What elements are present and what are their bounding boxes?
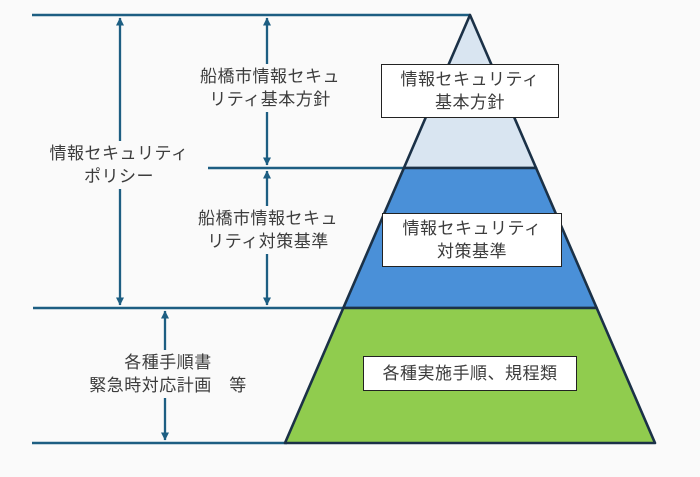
pyramid-label-basic-policy-text: 情報セキュリティ 基本方針 (400, 70, 540, 112)
pyramid-label-standards-text: 情報セキュリティ 対策基準 (402, 219, 542, 261)
annotation-policy-range: 情報セキュリティ ポリシー (39, 141, 199, 189)
pyramid-label-procedures-text: 各種実施手順、規程類 (382, 364, 558, 383)
pyramid-label-standards: 情報セキュリティ 対策基準 (382, 213, 562, 267)
extent-lines (32, 13, 470, 445)
pyramid-label-basic-policy: 情報セキュリティ 基本方針 (381, 64, 559, 118)
annotation-basic-policy-range: 船橋市情報セキュ リティ基本方針 (190, 64, 350, 112)
annotation-procedures-range: 各種手順書 緊急時対応計画 等 (68, 350, 268, 398)
pyramid-label-procedures: 各種実施手順、規程類 (363, 356, 577, 391)
annotation-standards-range: 船橋市情報セキュ リティ対策基準 (188, 206, 348, 254)
